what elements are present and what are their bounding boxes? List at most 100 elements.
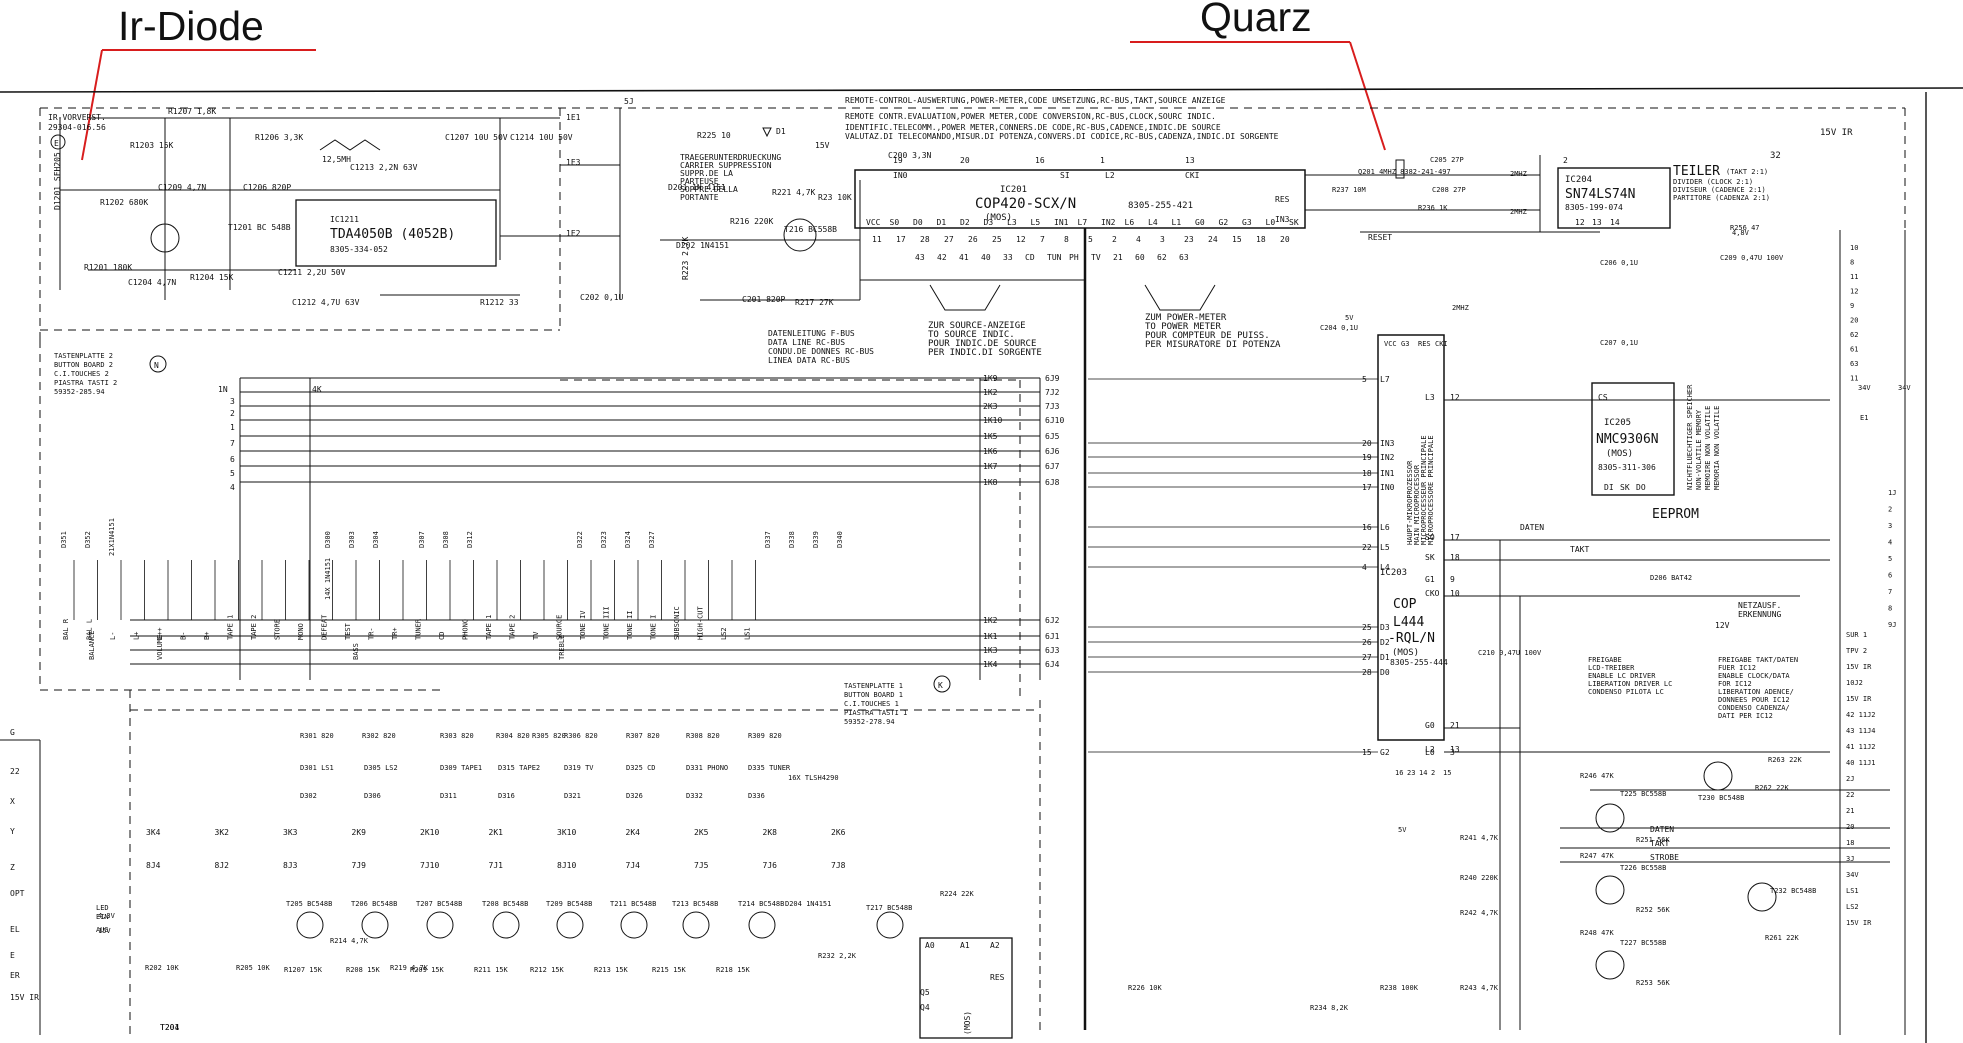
ic204-pin: 14 <box>1610 218 1620 227</box>
ic201-side-label: IN3 <box>1275 215 1290 224</box>
ic205: IC205 NMC9306N (MOS) 8305-311-306 EEPROM… <box>1320 224 1784 522</box>
ic203-c210: C210 0,47U 100V <box>1478 649 1542 657</box>
lower-right-part: T227 BC558B <box>1620 939 1666 947</box>
ic201-top-pin: 16 <box>1035 156 1045 165</box>
ic201-bottom-pin2: 21 <box>1113 253 1123 262</box>
led-label: D331 PHONO <box>686 764 728 772</box>
ic201-bottom-label: D3 <box>984 218 994 227</box>
diode-label: D307 <box>418 531 426 548</box>
ic203-left-num: 27 <box>1362 653 1372 662</box>
connector-row1: 2K6 <box>831 828 846 837</box>
ic205-name: IC205 <box>1604 418 1631 428</box>
ic203-right-pin: G0 <box>1425 721 1435 730</box>
ic203-tech: (MOS) <box>1392 648 1419 658</box>
led-driver-label: 4,3V <box>98 912 116 920</box>
freigabe-line: LIBERATION DRIVER LC <box>1588 680 1672 688</box>
matrix-low-right: 6J4 <box>1045 660 1060 669</box>
ic203-right-pin: SK <box>1425 553 1435 562</box>
carrier-text-line: SUPPR.DE LA <box>680 169 733 178</box>
ic201-bottom-label: SK <box>1289 218 1299 227</box>
matrix-left-label: 1K2 <box>983 388 998 397</box>
lower-right-part: T232 BC548B <box>1770 887 1816 895</box>
key-matrix <box>73 377 1041 680</box>
right-connector-pin: 3J <box>1846 855 1854 863</box>
ic201-name: IC201 <box>1000 185 1027 195</box>
right-connector-pin: 10 <box>1850 244 1858 252</box>
left-connector-pin: Y <box>10 827 15 836</box>
ic203-bottom: 23 <box>1407 769 1415 777</box>
ic203-left-pin: L4 <box>1380 563 1390 572</box>
takt-label: TAKT <box>1650 839 1669 848</box>
ic203-right-num: 21 <box>1450 721 1460 730</box>
ic201-bottom-pin2: PH <box>1069 253 1079 262</box>
freigabe2-line: DONNEES POUR IC12 <box>1718 696 1790 704</box>
ic201-bottom-label: G3 <box>1242 218 1252 227</box>
led-label: D316 <box>498 792 515 800</box>
ic205-pin: DI <box>1604 483 1614 492</box>
right-part-label: 4,8V <box>1732 229 1750 237</box>
driver-transistor: T209 BC548B <box>546 900 592 908</box>
key-button-label: TR- <box>368 627 376 640</box>
lower-right-part: T230 BC548B <box>1698 794 1744 802</box>
connector-row1: 3K4 <box>146 828 161 837</box>
ic204-pin: 12 <box>1575 218 1585 227</box>
ic204-body <box>1557 167 1671 229</box>
rc-component-label: T216 BC558B <box>784 225 837 234</box>
ir-component-label: C1211 2,2U 50V <box>278 268 346 277</box>
rc-component-label: D202 1N4151 <box>676 241 729 250</box>
left-connector-pin: T204 <box>160 1023 179 1032</box>
ic1211-type: TDA4050B (4052B) <box>330 227 455 242</box>
ic201-bottom-pin: 7 <box>1040 235 1045 244</box>
led-resistor: R306 820 <box>564 732 598 740</box>
right-connector-pin: 40 11J1 <box>1846 759 1876 767</box>
key-button-label: TONE I <box>650 615 658 640</box>
right-connector-pin: 4 <box>1888 539 1892 547</box>
right-connector-pin: 18 <box>1846 839 1854 847</box>
freigabe-line: CONDENSO PILOTA LC <box>1588 688 1664 696</box>
key-button-label: TR+ <box>391 627 399 640</box>
divider-line: PARTITORE (CADENZA 2:1) <box>1673 194 1770 202</box>
quartz-part-label: R236 1K <box>1418 204 1448 212</box>
ic204-divider-text: DIVIDER (CLOCK 2:1)DIVISEUR (CADENCE 2:1… <box>1673 178 1770 202</box>
right-connector-pin: 34V <box>1858 384 1871 392</box>
driver-transistor: T207 BC548B <box>416 900 462 908</box>
driver-transistor: T211 BC548B <box>610 900 656 908</box>
ic201-bottom-pin2: TV <box>1091 253 1101 262</box>
left-connector-pin: X <box>10 797 15 806</box>
ic201-bottom-pin2: 40 <box>981 253 991 262</box>
right-connector-pin: 61 <box>1850 346 1858 354</box>
freigabe2-line: CONDENSO CADENZA/ <box>1718 704 1790 712</box>
ic203-top: RES <box>1418 340 1431 348</box>
quartz-part-label: C205 27P <box>1430 156 1464 164</box>
driver-resistor: R208 15K <box>346 966 381 974</box>
ic201-bottom-label: G0 <box>1195 218 1205 227</box>
tp2-text-line: BUTTON BOARD 2 <box>54 361 113 369</box>
decoder-pin: A1 <box>960 941 970 950</box>
quartz-crystal-label: Q201 4MHZ 8382-241-497 <box>1358 168 1451 176</box>
ic203-left-num: 20 <box>1362 439 1372 448</box>
driver-resistor: R219 4,7K <box>390 964 429 972</box>
ir-component-label: C1212 4,7U 63V <box>292 298 360 307</box>
lower-right-part: R238 100K <box>1380 984 1419 992</box>
diode-type: 14X 1N4151 <box>324 558 332 600</box>
led-label: D301 LS1 <box>300 764 334 772</box>
ic201-top-label: CKI <box>1185 171 1200 180</box>
ic201-top-pin: 13 <box>1185 156 1195 165</box>
rc-component-label: R23 10K <box>818 193 852 202</box>
connector-row2: 8J3 <box>283 861 298 870</box>
lower-right-part: R251 56K <box>1636 836 1671 844</box>
freigabe2-line: FOR IC12 <box>1718 680 1752 688</box>
right-part-label: 5V <box>1345 314 1354 322</box>
connector-row2: 7J9 <box>352 861 367 870</box>
key-matrix-labels: 1K91K22K31K101K51K61K71K86J97J27J36J106J… <box>983 374 1064 669</box>
lower-right-part: R253 56K <box>1636 979 1671 987</box>
lower-right-part: R234 8,2K <box>1310 1004 1349 1012</box>
ic201-bottom-pin: 18 <box>1256 235 1266 244</box>
